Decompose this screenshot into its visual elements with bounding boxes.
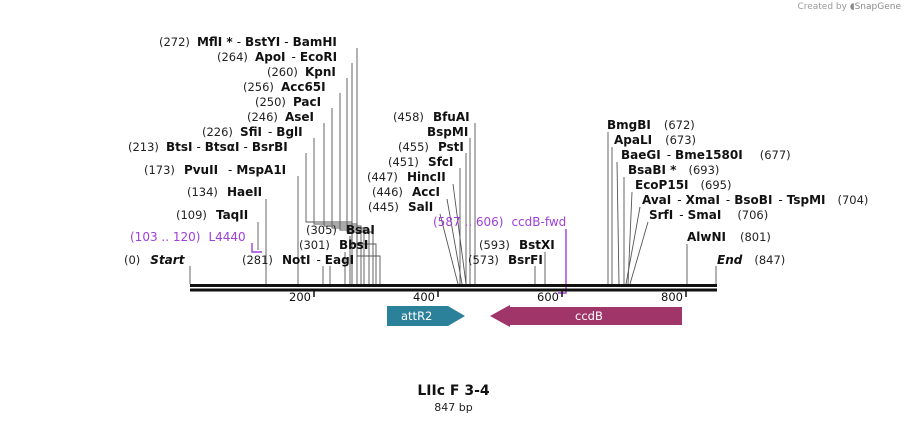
site-455-label[interactable]: (455)PstI	[398, 140, 464, 154]
site-677-label[interactable]: BaeGI-Bme1580I(677)	[621, 148, 791, 162]
axis-tick-marks	[313, 291, 687, 297]
site-213-label[interactable]: (213)BtsI-BtsαI-BsrBI	[128, 140, 288, 154]
site-connector-lines	[189, 48, 717, 285]
snapgene-logo-icon: ◖	[849, 2, 855, 12]
snapgene-watermark: Created by ◖SnapGene	[797, 2, 901, 12]
site-446-label[interactable]: (446)AccI	[372, 185, 440, 199]
site-134-label[interactable]: (134)HaeII	[187, 185, 262, 199]
site-693-label[interactable]: BsaBI *(693)	[628, 163, 719, 177]
site-bspmi-label[interactable]: BspMI	[427, 125, 468, 139]
site-226-label[interactable]: (226)SfiI-BglI	[202, 125, 303, 139]
site-593-label[interactable]: (593)BstXI	[479, 238, 555, 252]
site-672-label[interactable]: BmgBI(672)	[607, 118, 695, 132]
site-305-label[interactable]: (305)BsaI	[306, 223, 375, 237]
site-246-label[interactable]: (246)AseI	[247, 110, 314, 124]
site-695-label[interactable]: EcoP15I(695)	[635, 178, 731, 192]
site-281-label[interactable]: (281)NotI-EagI	[242, 253, 354, 267]
primer-L4440-label[interactable]: (103 .. 120)L4440	[130, 230, 246, 244]
site-451-label[interactable]: (451)SfcI	[388, 155, 453, 169]
sequence-backbone-top	[190, 284, 717, 287]
site-673-label[interactable]: ApaLI(673)	[614, 133, 696, 147]
site-458-label[interactable]: (458)BfuAI	[393, 110, 470, 124]
site-704-label[interactable]: AvaI-XmaI-BsoBI-TspMI(704)	[642, 193, 868, 207]
axis-tick-400: 400	[413, 290, 435, 304]
site-706-label[interactable]: SrfI-SmaI(706)	[649, 208, 768, 222]
site-173-label[interactable]: (173)PvuII-MspA1I	[144, 163, 286, 177]
feature-ccdB-label: ccdB	[575, 309, 603, 323]
sequence-backbone-bottom	[190, 288, 717, 292]
end-label: End(847)	[717, 253, 785, 267]
site-250-label[interactable]: (250)PacI	[255, 95, 321, 109]
site-109-label[interactable]: (109)TaqII	[176, 208, 248, 222]
feature-attR2-arrow[interactable]	[387, 306, 465, 326]
site-272-label[interactable]: (272)MflI *-BstYI-BamHI	[159, 35, 337, 49]
axis-tick-200: 200	[289, 290, 311, 304]
primer-ccdB-fwd-mark	[558, 229, 567, 294]
feature-ccdB-arrow[interactable]	[490, 305, 682, 327]
axis-tick-800: 800	[661, 290, 683, 304]
construct-title: LIIc F 3-4	[417, 383, 490, 399]
site-256-label[interactable]: (256)Acc65I	[243, 80, 326, 94]
construct-length: 847 bp	[434, 401, 473, 414]
feature-attR2-label: attR2	[401, 309, 432, 323]
site-445-label[interactable]: (445)SalI	[368, 200, 433, 214]
site-301-label[interactable]: (301)BbsI	[299, 238, 368, 252]
site-573-label[interactable]: (573)BsrFI	[468, 253, 543, 267]
site-264-label[interactable]: (264)ApoI-EcoRI	[217, 50, 337, 64]
primer-ccdB-fwd-label[interactable]: (587 .. 606)ccdB-fwd	[433, 215, 566, 229]
axis-tick-600: 600	[537, 290, 559, 304]
start-label: (0)Start	[124, 253, 186, 267]
site-801-label[interactable]: AlwNI(801)	[687, 230, 771, 244]
site-260-label[interactable]: (260)KpnI	[267, 65, 336, 79]
site-447-label[interactable]: (447)HincII	[367, 170, 446, 184]
primer-L4440-mark	[251, 243, 262, 253]
